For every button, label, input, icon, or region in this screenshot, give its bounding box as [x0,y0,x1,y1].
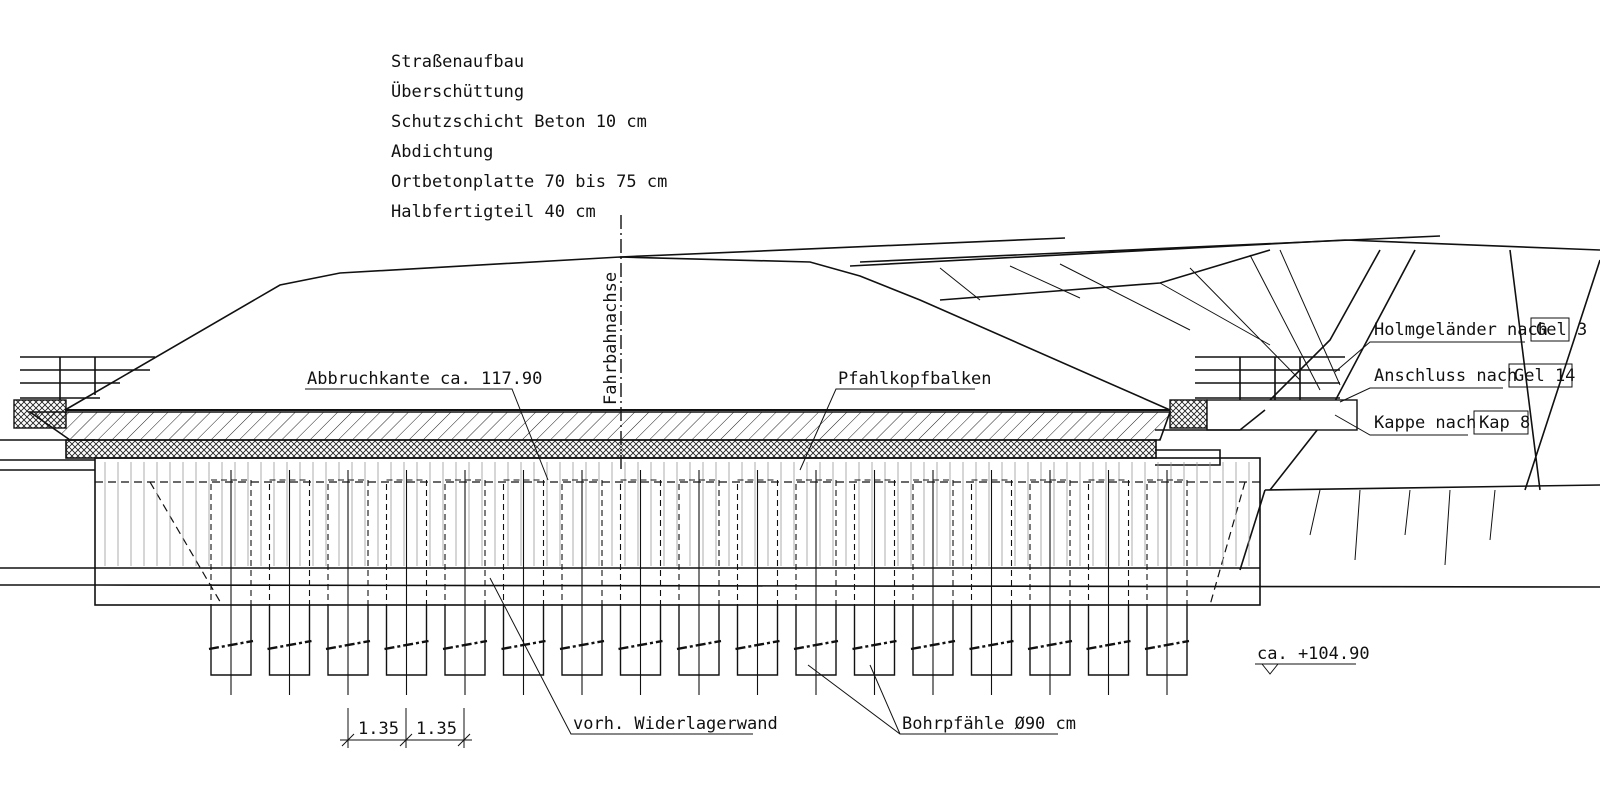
right-cap [1206,399,1358,431]
layer-label-4: Abdichtung [391,142,493,162]
dimension-1: 1.35 [358,719,399,739]
left-rail-posts [59,357,96,400]
dimension-lines [340,708,472,748]
railing-leader [1334,341,1525,373]
pile [325,470,371,695]
deck-cast-slab [27,411,1172,441]
dimension-chain: 1.35 1.35 [340,708,472,748]
connection-ref: Gel 14 [1514,366,1575,386]
wall-leader [489,577,753,735]
layer-label-2: Überschüttung [391,80,524,102]
elevation-marker [1255,663,1356,675]
right-railing [1155,356,1358,466]
pile [676,470,722,695]
pile [1086,470,1131,695]
railing-ref: Gel 3 [1536,320,1587,340]
terrain-ticks [1309,489,1496,566]
railing-ref-box [1530,317,1570,342]
slope-foot [1239,489,1266,571]
right-cap-block [1169,399,1208,429]
cap-leader [1334,414,1468,436]
fill-outline [64,256,1171,411]
pile-cap-leader [799,388,975,471]
pile [559,470,605,695]
layer-label-5: Ortbetonplatte 70 bis 75 cm [391,172,667,192]
dimension-2: 1.35 [416,719,457,739]
ground-line [94,584,1600,588]
wall-dash-right [1209,481,1246,606]
pile [501,470,546,695]
terrain-top [849,239,1600,267]
road-surface-line [619,237,1066,258]
break-edge-label: Abbruchkante ca. 117.90 [307,369,542,389]
layer-label-3: Schutzschicht Beton 10 cm [391,112,647,132]
pile [793,470,839,695]
embankment [64,235,1600,571]
break-edge-leader [305,388,549,481]
ground-left [0,439,1600,588]
pile [735,470,780,695]
pile [208,470,254,695]
wall-dash-left [149,481,223,606]
precast-slab [65,439,1157,459]
terrain-hatch [939,249,1341,391]
pile [267,470,312,695]
pile [618,470,663,695]
connection-ref-box [1508,363,1573,388]
right-rail-bars [1195,356,1345,399]
wall-label: vorh. Widerlagerwand [573,714,778,734]
slope-line [939,249,1271,301]
layer-legend: Straßenaufbau Überschüttung Schutzschich… [391,52,667,222]
axis-label: Fahrbahnachse [601,272,621,405]
connection-label: Anschluss nach [1374,366,1517,386]
abutment-outline [94,457,1261,606]
cap-ref-box [1473,410,1529,435]
cap-label: Kappe nach [1374,413,1476,433]
annotations: Abbruchkante ca. 117.90 Pfahlkopfbalken … [305,317,1587,735]
pile [1144,470,1190,695]
deck-slab [27,409,1172,459]
pile [969,470,1014,695]
piles-label: Bohrpfähle Ø90 cm [902,714,1076,734]
pile [442,470,488,695]
slope-right [1259,249,1381,411]
layer-label-1: Straßenaufbau [391,52,524,72]
connection-leader [1339,387,1503,403]
railing-label: Holmgeländer nach [1374,320,1548,340]
terrain-lower [1264,484,1600,491]
wall-hatch [104,462,1250,566]
pile [384,470,429,695]
ground-lines [0,439,95,586]
pile-cap-label: Pfahlkopfbalken [838,369,992,389]
elevation-label: ca. +104.90 [1257,644,1370,664]
pile [910,470,956,695]
piles-leader [807,664,1058,735]
right-rail-posts [1239,357,1301,400]
layer-label-6: Halbfertigteil 40 cm [391,202,596,222]
left-rail-bars [20,356,155,399]
terrain-right-edge [1509,249,1600,491]
pile [1027,470,1073,695]
bored-piles [208,470,1190,695]
cap-ref: Kap 8 [1479,413,1530,433]
